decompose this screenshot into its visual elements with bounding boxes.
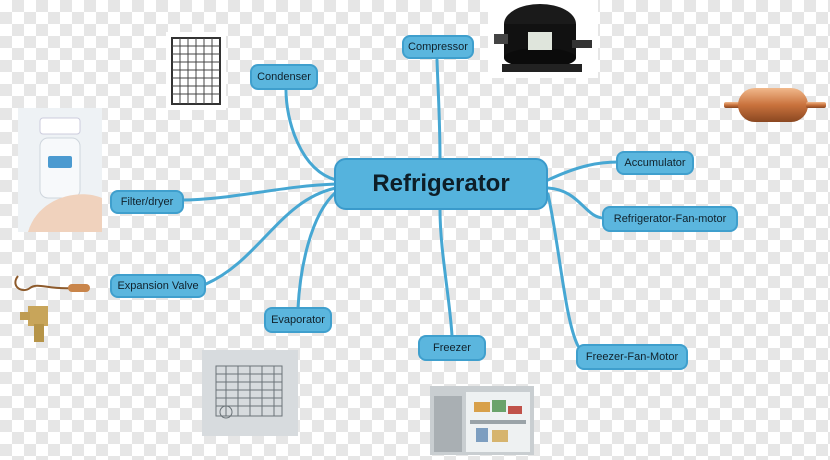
evaporator-coil-image	[202, 350, 298, 436]
connector-refrigerator-fan-motor	[546, 186, 606, 220]
node-accumulator[interactable]: Accumulator	[616, 151, 694, 175]
node-freezer[interactable]: Freezer	[418, 335, 486, 361]
node-filter-dryer[interactable]: Filter/dryer	[110, 190, 184, 214]
expansion-valve-image	[8, 268, 96, 348]
node-condenser[interactable]: Condenser	[250, 64, 318, 90]
filter-dryer-image	[18, 108, 102, 232]
compressor-image	[488, 0, 598, 78]
connector-freezer	[438, 208, 454, 338]
freezer-image	[430, 386, 534, 455]
connector-compressor	[435, 58, 442, 162]
connector-condenser	[284, 88, 338, 182]
condenser-coil-image	[166, 32, 226, 110]
connector-freezer-fan-motor	[546, 192, 580, 348]
connector-evaporator	[296, 190, 338, 310]
accumulator-image	[722, 80, 828, 130]
node-freezer-fan-motor[interactable]: Freezer-Fan-Motor	[576, 344, 688, 370]
node-refrigerator-fan-motor[interactable]: Refrigerator-Fan-motor	[602, 206, 738, 232]
connector-expansion-valve	[204, 186, 338, 286]
connector-accumulator	[546, 160, 620, 182]
node-expansion-valve[interactable]: Expansion Valve	[110, 274, 206, 298]
connector-filter-dryer	[180, 182, 338, 202]
central-topic-refrigerator[interactable]: Refrigerator	[334, 158, 548, 210]
node-compressor[interactable]: Compressor	[402, 35, 474, 59]
node-evaporator[interactable]: Evaporator	[264, 307, 332, 333]
